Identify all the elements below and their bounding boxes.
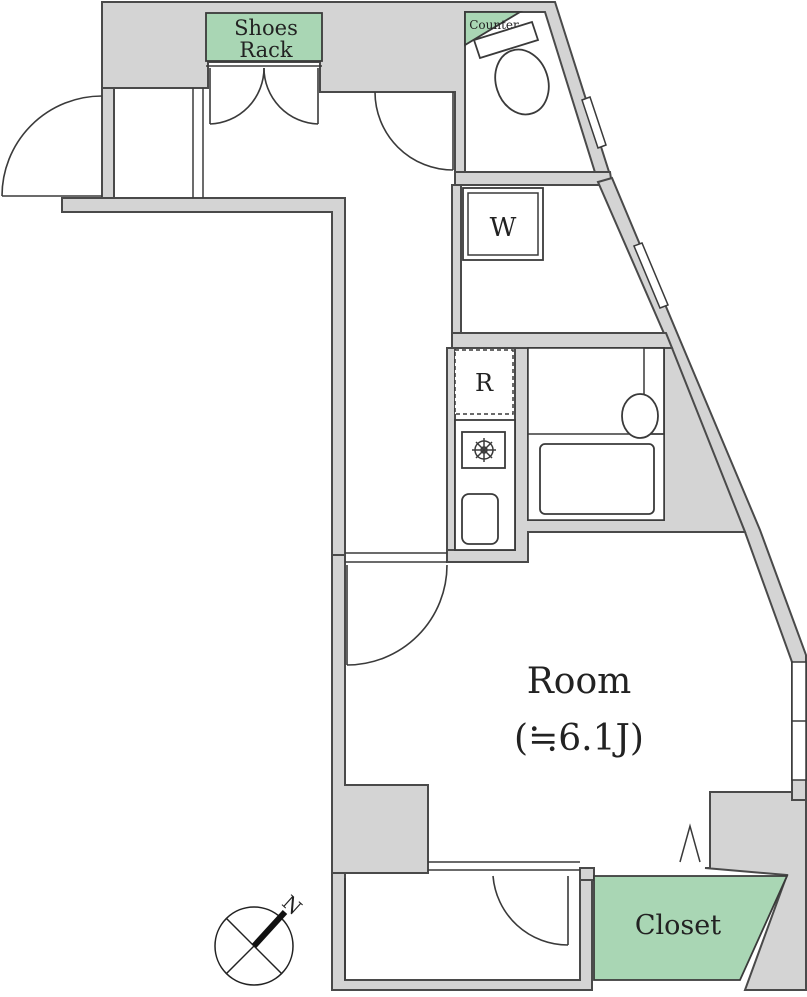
toilet-washer-wall <box>454 171 614 186</box>
toilet-bowl <box>494 48 550 116</box>
refrigerator-space <box>454 349 514 415</box>
balcony-door-swing <box>492 875 569 946</box>
bathroom <box>527 347 665 521</box>
shoes-rack-label-line1: Shoes <box>234 16 298 40</box>
kitchen-left-wall <box>446 347 456 551</box>
bathtub <box>539 443 655 515</box>
closet-label: Closet <box>635 910 721 941</box>
shoes-rack-door-left <box>209 67 265 125</box>
entry-lower-wall <box>61 197 346 556</box>
toilet-tank <box>472 20 540 60</box>
toilet-window <box>581 96 607 149</box>
doors <box>1 65 701 946</box>
bathroom-sink-ledge <box>643 347 665 435</box>
refrigerator-label: R <box>475 369 494 397</box>
washer-bath-wall <box>451 332 674 349</box>
shoes-rack-door-right <box>263 67 319 125</box>
compass-needle <box>251 909 288 949</box>
washer-label: W <box>490 213 517 243</box>
shoes-rack-label-line2: Rack <box>239 38 293 62</box>
burner-icon <box>472 438 496 462</box>
toilet <box>472 20 550 116</box>
room-size: (≒6.1J) <box>514 718 644 759</box>
storage-areas: Shoes Rack Counter Closet <box>205 11 789 981</box>
counter-label: Counter <box>469 18 519 32</box>
bathroom-sink <box>621 393 659 439</box>
washer: W <box>462 187 544 261</box>
toilet-door-swing <box>374 91 454 171</box>
washer-inner <box>467 192 539 256</box>
compass: N <box>214 890 307 986</box>
room-name: Room <box>527 661 632 702</box>
room-area: Room (≒6.1J) <box>514 661 644 759</box>
entrance-side-wall <box>101 87 115 199</box>
closet-door-triangle <box>679 823 701 863</box>
washer-left-wall <box>451 184 462 334</box>
front-door-swing <box>1 95 103 197</box>
washer-outer <box>462 187 544 261</box>
washer-window <box>633 242 669 309</box>
room-lower-right-wall <box>704 791 807 991</box>
windows <box>581 96 807 781</box>
closet-left-wall <box>579 867 595 881</box>
bottom-wall <box>331 869 593 991</box>
closet <box>593 875 789 981</box>
counter <box>464 11 524 47</box>
shoes-rack <box>205 12 323 62</box>
room-door-swing <box>346 564 448 666</box>
kitchen-sink <box>461 493 499 545</box>
kitchen: R <box>454 349 516 551</box>
